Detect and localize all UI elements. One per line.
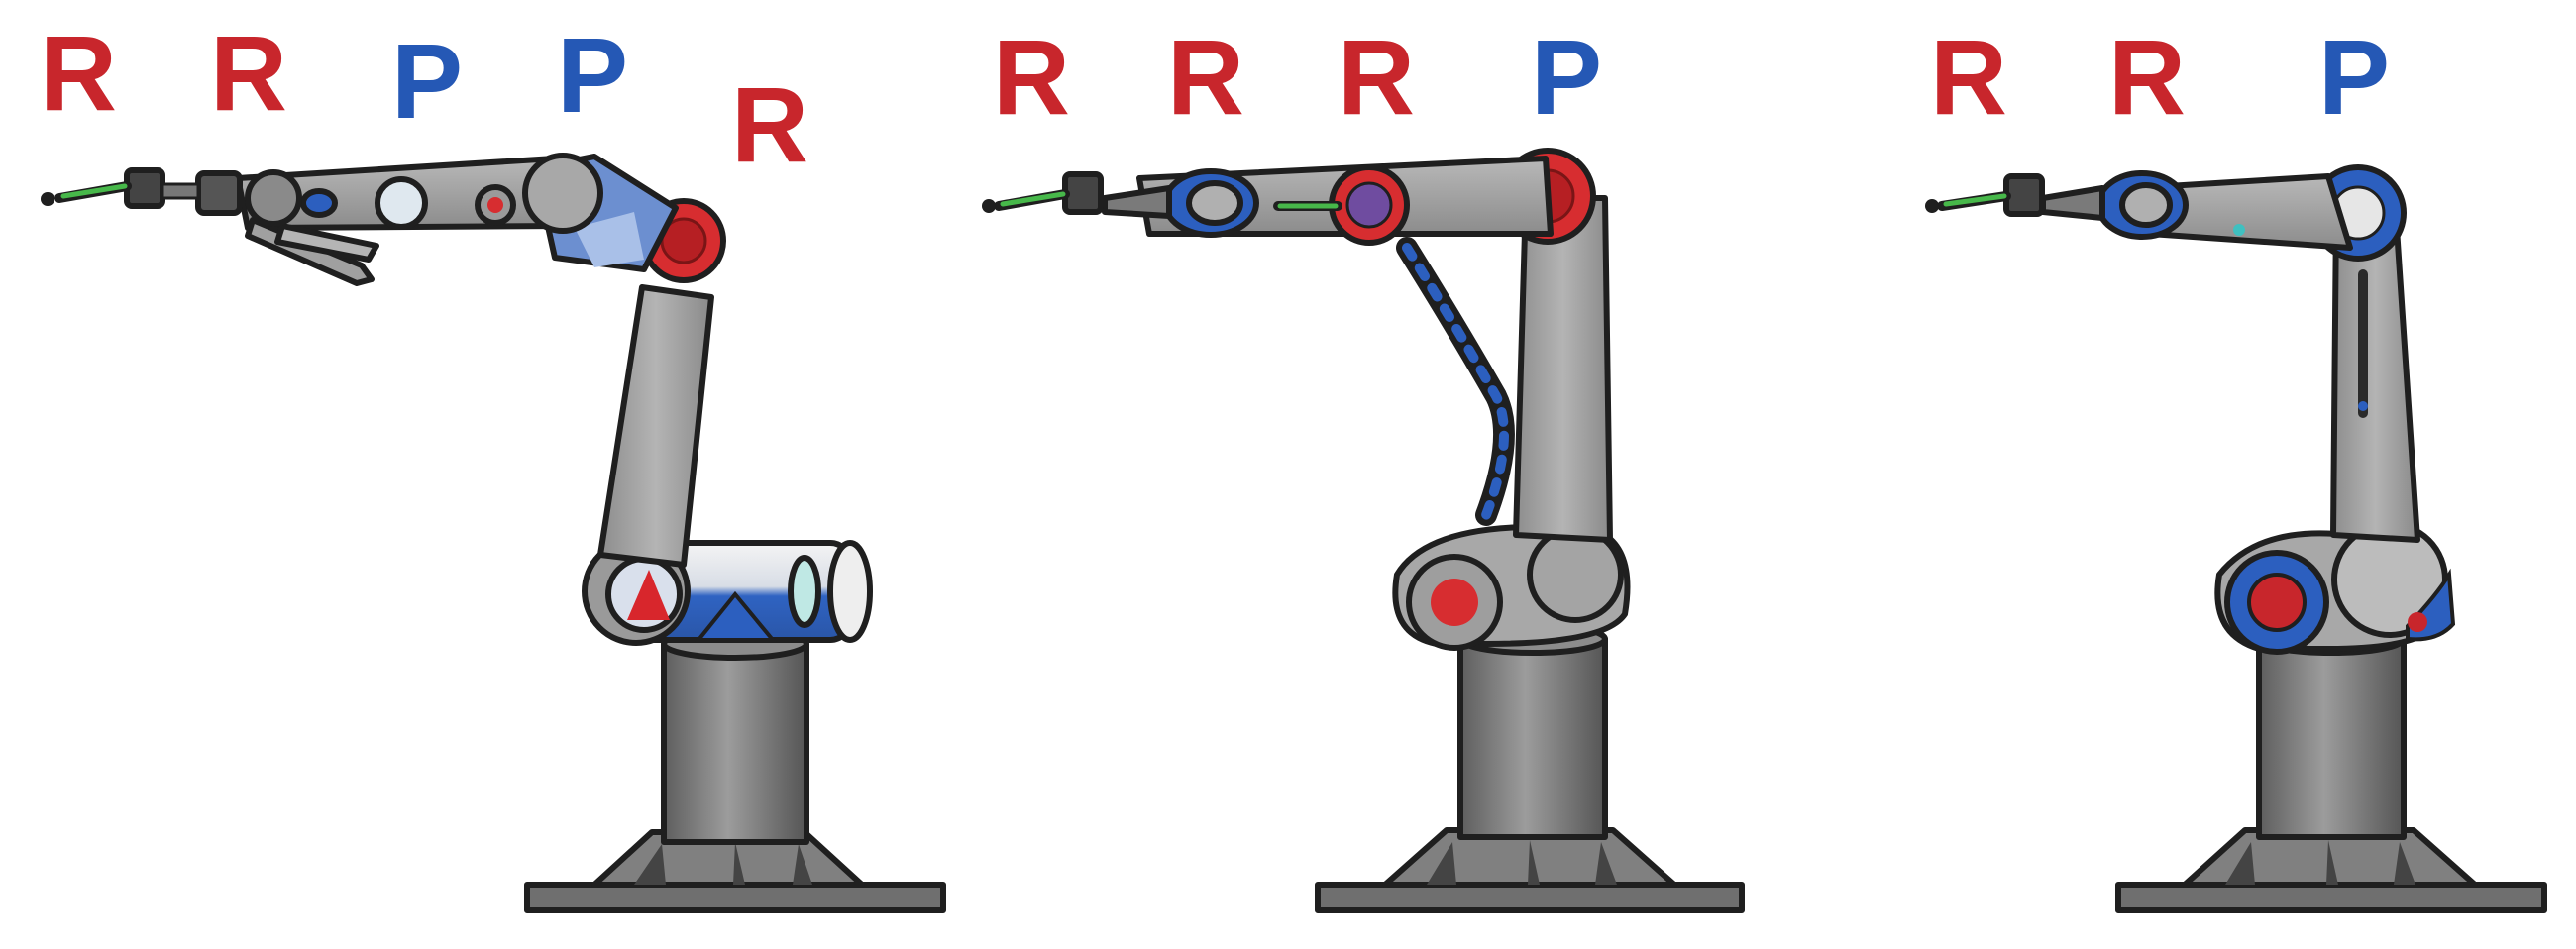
robot-1-joint-3 (522, 153, 603, 234)
robot-1-joint-label-3: P (391, 21, 464, 141)
robot-2-joint-label-3: R (1338, 17, 1415, 137)
robot-3-slide-slot (2358, 269, 2368, 418)
robot-2-tool-tip (982, 199, 996, 213)
robot-3 (1925, 164, 2547, 913)
robot-1-upper-arm (597, 284, 714, 568)
robot-1-slide-marker (788, 555, 821, 628)
robot-1 (41, 153, 946, 913)
robot-1-tool-tip (41, 192, 54, 206)
robot-1-tool (60, 183, 128, 199)
robot-3-tool-tip (1925, 199, 1939, 213)
robot-2-joint-label-1: R (993, 17, 1070, 137)
robot-2-upper-arm (1513, 195, 1613, 543)
robot-3-wrist (2003, 173, 2045, 217)
robot-3-joint-label-1: R (1930, 17, 2007, 137)
robot-1-joint-label-1: R (40, 13, 117, 133)
robot-2-tool (1000, 191, 1066, 207)
robot-2-wrist (1062, 171, 1104, 215)
robot-3-pedestal (2256, 636, 2407, 840)
robot-3-upper-arm (2330, 210, 2420, 543)
robot-3-joint-label-2: R (2108, 17, 2186, 137)
robot-1-pedestal (661, 641, 809, 845)
robot-1-joint-label-4: P (557, 15, 629, 135)
robot-2-pedestal (1457, 636, 1608, 840)
robot-3-base-plate (2115, 882, 2547, 913)
robot-2-joint-label-2: R (1167, 17, 1244, 137)
robot-1-wrist (195, 170, 243, 216)
robot-2-base-plate (1315, 882, 1745, 913)
robot-2-joint-label-4: P (1531, 17, 1603, 137)
robot-1-joint-4 (375, 176, 428, 230)
robot-3-tool (1943, 193, 2007, 207)
robot-1-joint-label-5: R (731, 64, 808, 184)
robot-1-joint-5 (245, 169, 302, 227)
robot-1-joint-label-2: R (210, 13, 287, 133)
robot-1-base-plate (524, 882, 946, 913)
robot-3-joint-label-3: P (2318, 17, 2391, 137)
robot-2 (982, 148, 1745, 913)
